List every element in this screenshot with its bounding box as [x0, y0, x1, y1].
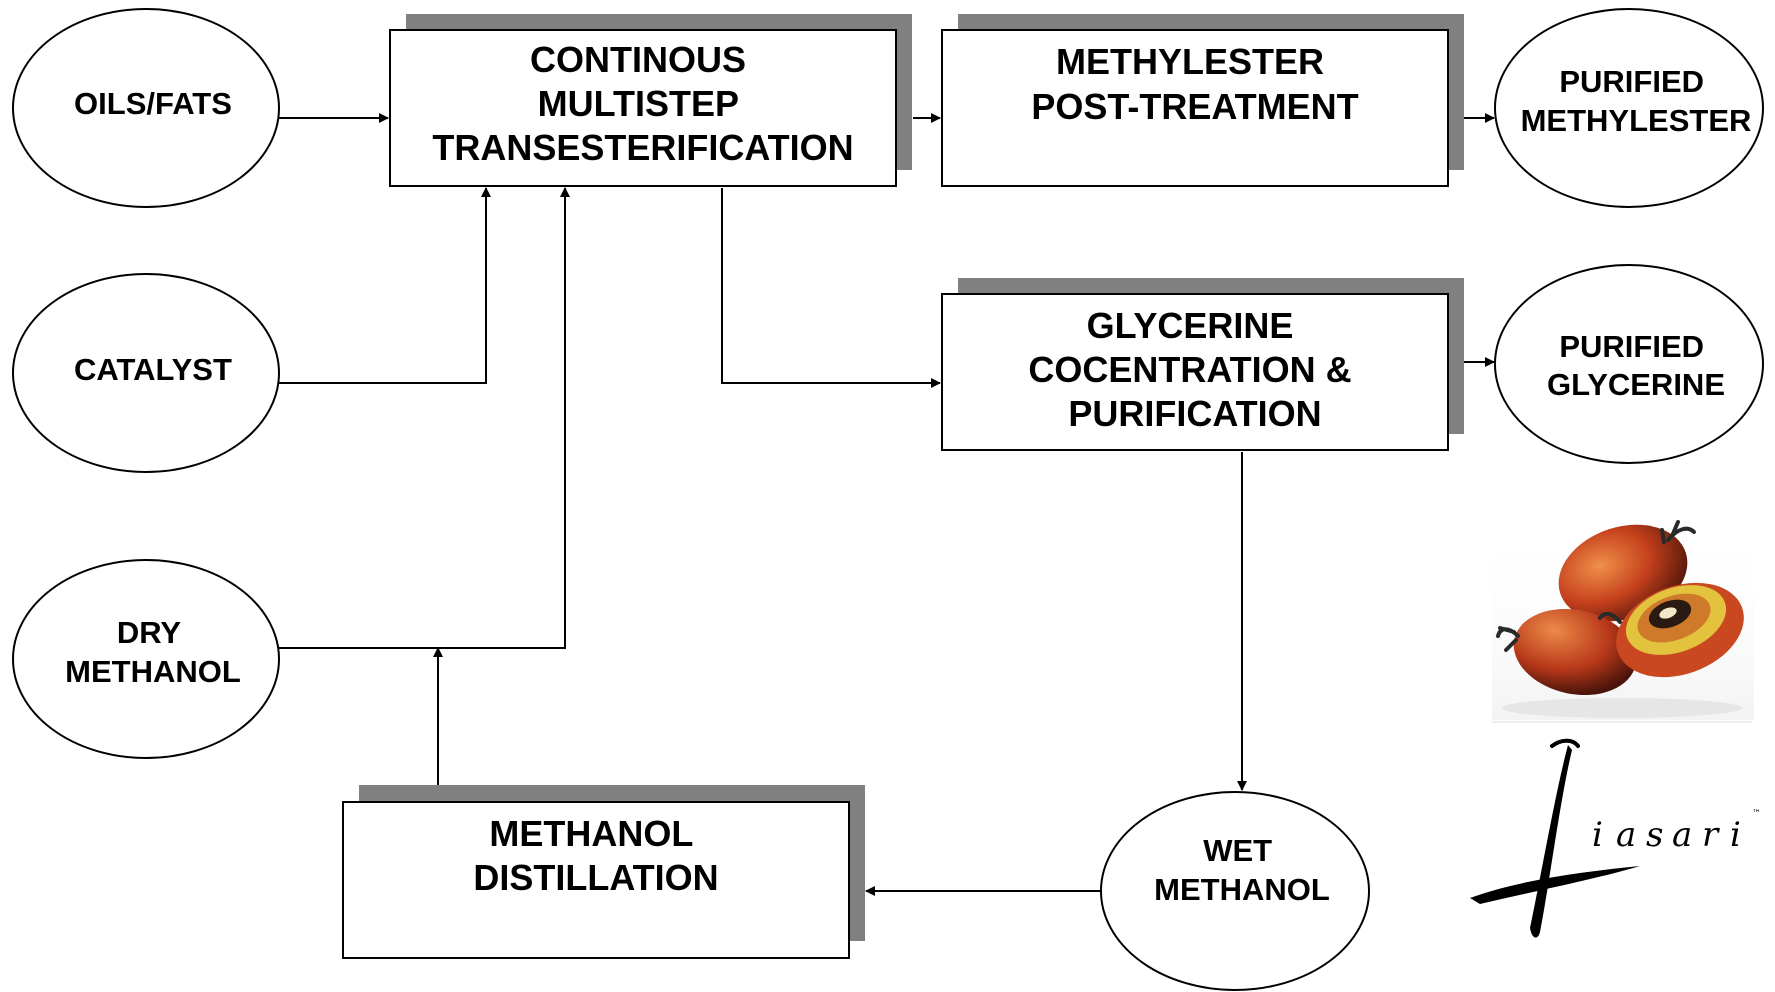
fruit-lower-left	[1513, 608, 1637, 696]
purified-glycerine-ellipse	[1494, 264, 1764, 464]
dry-methanol-ellipse	[12, 559, 280, 759]
glycerine-label: GLYCERINE COCENTRATION & PURIFICATION	[1028, 305, 1361, 434]
wordmark-letter-s: s	[1646, 815, 1663, 855]
input-oils-fats: OILS/FATS	[12, 8, 280, 208]
wordmark-stroke-l-cap	[1550, 738, 1580, 748]
purified-glycerine-label: PURIFIED GLYCERINE	[1547, 329, 1725, 402]
wet-methanol-line-1: WET	[1203, 833, 1272, 868]
palm-fruit-illustration	[1496, 520, 1744, 718]
distillation-box	[342, 801, 850, 959]
fruit-lower-left-stem	[1496, 626, 1520, 652]
wordmark-letter-r: r	[1702, 815, 1720, 855]
post-treatment-label: METHYLESTER POST-TREATMENT	[1031, 41, 1358, 127]
wet-methanol-label: WET METHANOL	[1154, 833, 1330, 907]
catalyst-label: CATALYST	[74, 352, 232, 387]
arrow-dry-methanol-to-transesterification	[279, 187, 570, 649]
dry-methanol-label: DRY METHANOL	[65, 615, 241, 689]
purified-methylester-line-2: METHYLESTER	[1521, 103, 1752, 138]
post-treatment-line-1: METHYLESTER	[1056, 41, 1324, 82]
glycerine-box	[941, 293, 1449, 451]
dry-methanol-line-1: DRY	[117, 615, 182, 650]
process-post-treatment: METHYLESTER POST-TREATMENT	[941, 14, 1464, 187]
wordmark-letter-i2: i	[1730, 815, 1741, 855]
oils-fats-line-1: OILS/FATS	[74, 86, 232, 121]
liasari-wordmark: i a s a r i ™	[1470, 738, 1761, 938]
post-treatment-line-2: POST-TREATMENT	[1031, 86, 1358, 127]
process-transesterification: CONTINOUS MULTISTEP TRANSESTERIFICATION	[389, 14, 912, 187]
purified-methylester-ellipse	[1494, 8, 1764, 208]
process-methanol-distillation: METHANOL DISTILLATION	[342, 785, 865, 959]
catalyst-ellipse	[12, 273, 280, 473]
output-purified-methylester: PURIFIED METHYLESTER	[1494, 8, 1764, 208]
transesterification-line-3: TRANSESTERIFICATION	[432, 127, 853, 168]
arrow-transesterification-to-glycerine	[721, 188, 941, 388]
dry-methanol-line-2: METHANOL	[65, 654, 241, 689]
fruit-upper-stem	[1660, 520, 1696, 544]
wet-methanol-line-2: METHANOL	[1154, 872, 1330, 907]
input-catalyst: CATALYST	[12, 273, 280, 473]
wordmark-stroke-l	[1530, 745, 1572, 938]
transesterification-line-1: CONTINOUS	[530, 39, 746, 80]
wordmark-letter-a1: a	[1616, 815, 1636, 855]
oils-fats-label: OILS/FATS	[74, 86, 232, 121]
wordmark-trademark: ™	[1752, 809, 1761, 819]
output-purified-glycerine: PURIFIED GLYCERINE	[1494, 264, 1764, 464]
purified-methylester-line-1: PURIFIED	[1559, 64, 1704, 99]
fruit-half-stem	[1598, 611, 1622, 624]
transesterification-label: CONTINOUS MULTISTEP TRANSESTERIFICATION	[432, 39, 853, 168]
distillation-line-1: METHANOL	[489, 813, 692, 854]
transesterification-line-2: MULTISTEP	[538, 83, 739, 124]
connectors	[279, 113, 1495, 896]
fruit-shadow	[1502, 698, 1742, 718]
output-wet-methanol: WET METHANOL	[1100, 791, 1370, 991]
glycerine-line-3: PURIFICATION	[1068, 393, 1321, 434]
purified-glycerine-line-2: GLYCERINE	[1547, 367, 1725, 402]
transesterification-box	[389, 29, 897, 187]
distillation-line-2: DISTILLATION	[473, 857, 718, 898]
distillation-label: METHANOL DISTILLATION	[473, 813, 718, 898]
wordmark-letters: i a s a r i	[1592, 815, 1741, 855]
liasari-logo: i a s a r i ™	[1470, 520, 1761, 938]
wet-methanol-ellipse	[1100, 791, 1370, 991]
purified-glycerine-line-1: PURIFIED	[1559, 329, 1704, 364]
arrow-catalyst-to-transesterification	[279, 187, 491, 384]
catalyst-line-1: CATALYST	[74, 352, 232, 387]
post-treatment-box	[941, 29, 1449, 187]
fruit-kernel-core	[1659, 607, 1677, 619]
purified-methylester-label: PURIFIED METHYLESTER	[1521, 64, 1752, 138]
glycerine-line-2: COCENTRATION &	[1028, 349, 1351, 390]
wordmark-swash	[1470, 866, 1640, 904]
wordmark-letter-a2: a	[1672, 815, 1692, 855]
process-glycerine-purification: GLYCERINE COCENTRATION & PURIFICATION	[941, 278, 1464, 451]
wordmark-letter-i1: i	[1592, 815, 1603, 855]
glycerine-line-1: GLYCERINE	[1087, 305, 1294, 346]
oils-fats-ellipse	[12, 8, 280, 208]
input-dry-methanol: DRY METHANOL	[12, 559, 280, 759]
